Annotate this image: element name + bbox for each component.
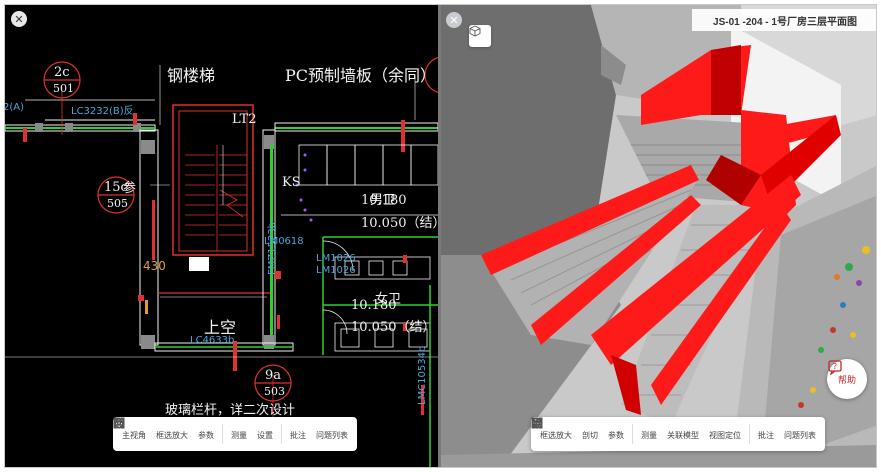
female-elev1-label: 10.180 — [351, 298, 397, 313]
tool-label: 主视角 — [122, 430, 146, 440]
fm-label: FMZ1523b — [267, 221, 278, 275]
side-mark-label: 2(A) — [5, 102, 25, 113]
void-label: 上空 — [204, 318, 237, 337]
lc4633-label: LC4633b — [190, 335, 235, 346]
tool-label: 测量 — [231, 430, 247, 440]
tool-label: 参数 — [198, 430, 214, 440]
linked-model-button[interactable]: 关联模型 — [532, 417, 704, 451]
issue-list-button[interactable]: 问题列表 — [114, 417, 353, 451]
close-icon: ✕ — [14, 12, 24, 26]
viewer-frame: 钢楼梯 PC预制墙板（余同） LT2 KS 男卫 10.180 10.050（结… — [4, 4, 877, 468]
view-cube-button[interactable] — [469, 25, 491, 47]
tool-label: 批注 — [758, 430, 774, 440]
list-icon — [114, 418, 124, 428]
male-room-label: 男卫 — [370, 193, 397, 208]
toolbar-divider — [281, 424, 282, 444]
detail-mark-top: 9a — [265, 368, 282, 383]
detail-mark-top: 15c — [104, 180, 128, 195]
parameters-button[interactable]: 参数 — [113, 417, 219, 451]
measure-button[interactable]: 测量 — [531, 417, 662, 451]
toolbar-divider — [632, 424, 633, 444]
toolbar-divider — [222, 424, 223, 444]
help-label: 帮助 — [837, 375, 856, 385]
lmc-label: LMC10534b — [417, 345, 428, 405]
tool-label: 问题列表 — [784, 430, 816, 440]
wall-title-label: PC预制墙板（余同） — [285, 66, 437, 85]
detail-mark-bottom: 505 — [107, 197, 128, 210]
ks-label: KS — [282, 175, 301, 190]
lm1026b-label: LM1026 — [316, 265, 356, 276]
view-locate-button[interactable]: 视图定位 — [532, 417, 746, 451]
tool-label: 视图定位 — [709, 430, 741, 440]
male-elev2-label: 10.050（结） — [361, 216, 438, 231]
stair-title-label: 钢楼梯 — [167, 66, 216, 85]
close-left-viewer-button[interactable]: ✕ — [11, 11, 27, 27]
annotate-button[interactable]: 批注 — [531, 417, 779, 451]
cad-drawing-panel[interactable]: 钢楼梯 PC预制墙板（余同） LT2 KS 男卫 10.180 10.050（结… — [5, 5, 438, 467]
lt2-label: LT2 — [232, 112, 257, 127]
issue-list-button[interactable]: 问题列表 — [532, 417, 821, 451]
toolbar-divider — [749, 424, 750, 444]
drawing-title: JS-01 -204 - 1号厂房三层平面图 — [692, 9, 876, 31]
tool-label: 批注 — [290, 430, 306, 440]
detail-mark-top: 2c — [54, 65, 70, 80]
split-divider[interactable] — [438, 5, 441, 467]
tool-label: 参数 — [608, 430, 624, 440]
female-room-label: 女卫 — [375, 292, 402, 307]
male-elev1-label: 10.180 — [361, 193, 407, 208]
measure-button[interactable]: 测量 — [113, 417, 252, 451]
detail-mark-bottom: 503 — [264, 385, 285, 398]
right-viewer-toolbar: 框选放大 剖切 参数 测量 关联模型 视图定位 — [531, 417, 825, 451]
tool-label: 框选放大 — [540, 430, 572, 440]
close-icon: ✕ — [449, 13, 459, 27]
tool-label: 关联模型 — [667, 430, 699, 440]
num430-label: 430 — [143, 259, 166, 273]
lm1026a-label: LM1026 — [316, 253, 356, 264]
tool-label: 剖切 — [582, 430, 598, 440]
list-icon — [532, 418, 542, 428]
help-button[interactable]: ? 帮助 — [827, 359, 867, 399]
female-elev2-label: 10.050（结） — [351, 320, 436, 335]
left-viewer-toolbar: 主视角 框选放大 参数 测量 设置 批注 — [113, 417, 357, 451]
settings-button[interactable]: 设置 — [114, 417, 278, 451]
tool-label: 测量 — [641, 430, 657, 440]
model-3d-panel[interactable]: JS-01 -204 - 1号厂房三层平面图 ? 帮助 框选放大 剖切 参数 测… — [441, 5, 876, 467]
tool-label: 框选放大 — [156, 430, 188, 440]
detail-mark-bottom: 501 — [53, 82, 74, 95]
annotate-button[interactable]: 批注 — [113, 417, 311, 451]
svg-text:?: ? — [833, 362, 837, 371]
lm0618-label: LM0618 — [264, 236, 304, 247]
cube-icon — [469, 25, 481, 37]
question-icon: ? — [828, 360, 842, 375]
close-right-viewer-button[interactable]: ✕ — [446, 12, 462, 28]
model-3d-view — [441, 5, 876, 467]
tool-label: 设置 — [257, 430, 273, 440]
zoom-frame-button[interactable]: 框选放大 — [113, 417, 193, 451]
cad-drawing — [5, 57, 438, 467]
can-label: 参 — [123, 181, 137, 196]
tool-label: 问题列表 — [316, 430, 348, 440]
parameters-button[interactable]: 参数 — [531, 417, 629, 451]
lc3232-label: LC3232(B)反 — [71, 106, 134, 117]
railing-label: 玻璃栏杆，详二次设计 — [165, 403, 296, 418]
section-button[interactable]: 剖切 — [532, 417, 603, 451]
